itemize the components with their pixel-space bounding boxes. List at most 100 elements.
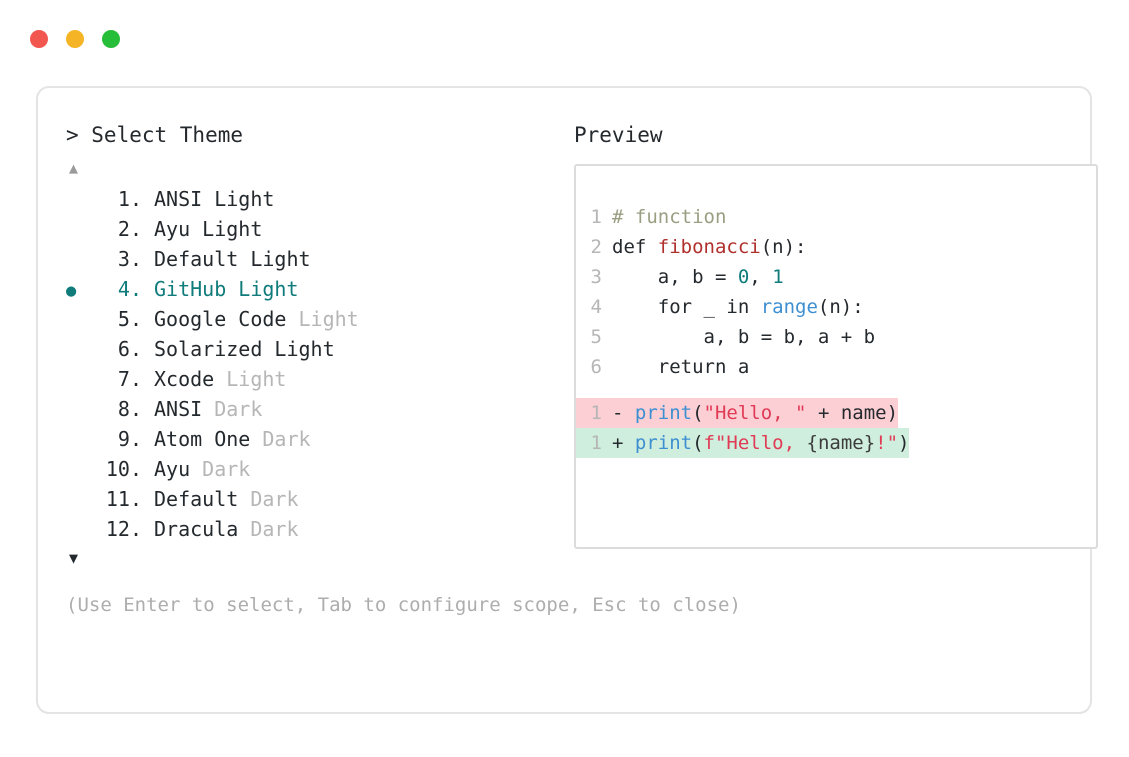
spacer — [142, 514, 154, 544]
code-token: !" — [875, 432, 899, 454]
spacer — [142, 184, 154, 214]
diff-marker: + — [612, 432, 635, 454]
keyboard-hint: (Use Enter to select, Tab to configure s… — [66, 594, 741, 616]
gutter-gap — [602, 428, 612, 458]
code-token: ) — [898, 432, 910, 454]
theme-item-variant-suffix: Dark — [262, 427, 311, 451]
gutter-gap — [602, 398, 612, 428]
code-line: 3 a, b = 0, 1 — [576, 262, 1096, 292]
theme-list-item[interactable]: 5. Google Code Light — [66, 304, 536, 334]
line-number: 1 — [590, 206, 602, 228]
spacer — [142, 244, 154, 274]
code-token: print — [634, 432, 693, 454]
line-number: 1 — [590, 432, 602, 454]
theme-item-label: ANSI Light — [154, 187, 275, 211]
selection-bullet-icon: ● — [66, 281, 77, 301]
code-token: for _ in — [612, 296, 761, 318]
code-token: {name} — [806, 432, 876, 454]
code-line: 6 return a — [576, 352, 1096, 382]
theme-list-item[interactable]: 3. Default Light — [66, 244, 536, 274]
picker-prompt: > Select Theme — [66, 123, 244, 147]
theme-item-label: Ayu — [154, 457, 203, 481]
theme-list-item[interactable]: 11. Default Dark — [66, 484, 536, 514]
code-token: + name) — [806, 402, 899, 424]
gutter-gap — [602, 292, 612, 322]
theme-item-index: 3. — [117, 247, 142, 271]
spacer — [142, 334, 154, 364]
line-number: 3 — [590, 266, 602, 288]
spacer — [142, 484, 154, 514]
line-number: 6 — [590, 356, 602, 378]
theme-item-index: 2. — [117, 217, 142, 241]
code-token: range — [760, 296, 818, 318]
theme-item-index: 11. — [105, 487, 142, 511]
theme-item-label: Atom One — [154, 427, 263, 451]
spacer — [142, 304, 154, 334]
theme-item-label: ANSI — [154, 397, 215, 421]
theme-list-item[interactable]: 2. Ayu Light — [66, 214, 536, 244]
spacer — [142, 364, 154, 394]
theme-list-item[interactable]: 6. Solarized Light — [66, 334, 536, 364]
theme-item-index: 12. — [105, 517, 142, 541]
theme-list-item[interactable]: ●4. GitHub Light — [66, 274, 536, 304]
code-token: a, b = — [612, 266, 738, 288]
window-titlebar — [30, 30, 120, 48]
theme-item-label: Ayu Light — [154, 217, 263, 241]
theme-item-label: Solarized Light — [154, 337, 335, 361]
scroll-up-icon[interactable]: ▲ — [69, 159, 79, 177]
theme-list-item[interactable]: 1. ANSI Light — [66, 184, 536, 214]
theme-item-label: Default — [154, 487, 251, 511]
theme-list-item[interactable]: 8. ANSI Dark — [66, 394, 536, 424]
code-line: 5 a, b = b, a + b — [576, 322, 1096, 352]
spacer — [142, 454, 154, 484]
theme-item-variant-suffix: Dark — [250, 487, 299, 511]
diff-line-removed: 1 - print("Hello, " + name) — [576, 398, 899, 428]
code-token: f"Hello, — [703, 432, 807, 454]
code-token: ( — [692, 402, 704, 424]
diff-line-added: 1 + print(f"Hello, {name}!") — [576, 428, 910, 458]
line-number: 2 — [590, 236, 602, 258]
line-number: 5 — [590, 326, 602, 348]
spacer — [142, 424, 154, 454]
close-button-icon[interactable] — [30, 30, 48, 48]
code-token: print — [634, 402, 693, 424]
gutter-gap — [602, 322, 612, 352]
minimize-button-icon[interactable] — [66, 30, 84, 48]
code-token: (n): — [760, 236, 807, 258]
theme-item-variant-suffix: Dark — [202, 457, 251, 481]
theme-list-item[interactable]: 10. Ayu Dark — [66, 454, 536, 484]
theme-item-label: Xcode — [154, 367, 227, 391]
code-token: # function — [612, 206, 727, 228]
code-token: a, b = b, a + b — [612, 326, 876, 348]
theme-list-item[interactable]: 12. Dracula Dark — [66, 514, 536, 544]
theme-item-index: 10. — [105, 457, 142, 481]
maximize-button-icon[interactable] — [102, 30, 120, 48]
gutter-gap — [602, 232, 612, 262]
theme-item-label: GitHub Light — [154, 277, 299, 301]
theme-item-label: Default Light — [154, 247, 311, 271]
code-token: ( — [692, 432, 704, 454]
theme-item-index: 9. — [117, 427, 142, 451]
theme-item-index: 1. — [117, 187, 142, 211]
theme-item-index: 8. — [117, 397, 142, 421]
gutter-gap — [602, 352, 612, 382]
theme-list-item[interactable]: 9. Atom One Dark — [66, 424, 536, 454]
theme-item-variant-suffix: Light — [226, 367, 287, 391]
code-line: 2 def fibonacci(n): — [576, 232, 1096, 262]
theme-item-variant-suffix: Dark — [214, 397, 263, 421]
theme-item-variant-suffix: Light — [298, 307, 359, 331]
preview-title: Preview — [574, 123, 663, 147]
diff-body: 1 - print("Hello, " + name)1 + print(f"H… — [576, 398, 1096, 458]
scroll-down-icon[interactable]: ▼ — [69, 549, 79, 567]
theme-list-item[interactable]: 7. Xcode Light — [66, 364, 536, 394]
code-token: fibonacci — [657, 236, 761, 258]
gutter-gap — [602, 262, 612, 292]
spacer — [142, 274, 154, 304]
